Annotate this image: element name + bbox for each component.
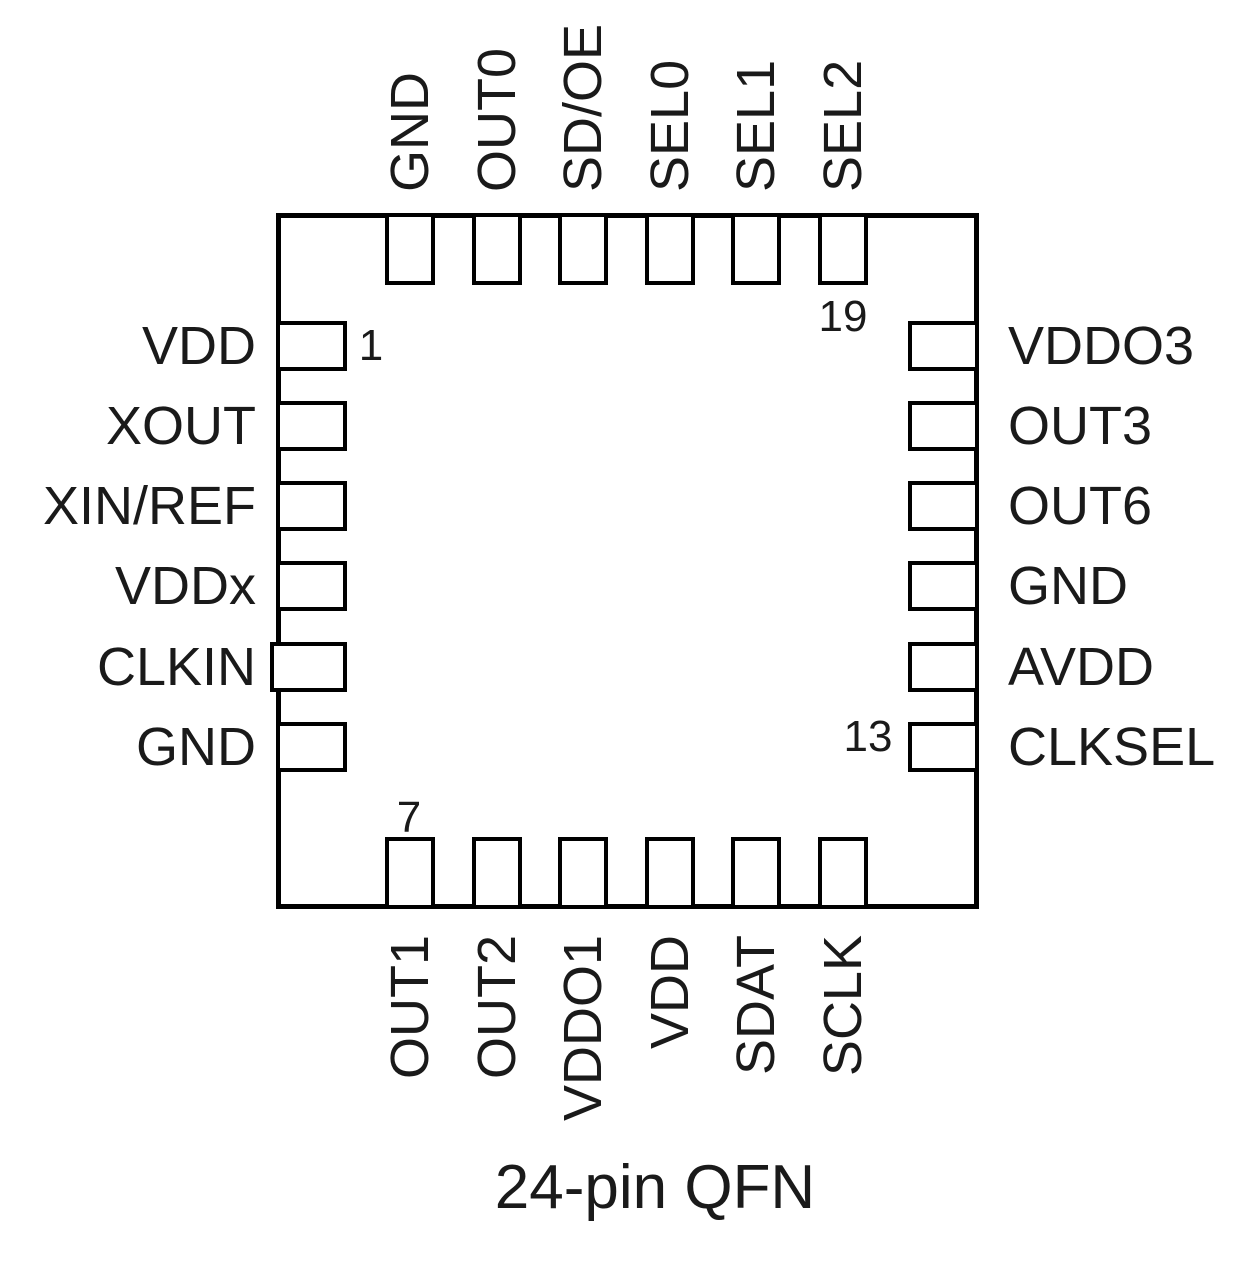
pin-label-bottom-2: VDDO1 — [553, 935, 613, 1122]
pin-label-right-3: GND — [1008, 556, 1128, 616]
pin-pad-top-0 — [385, 213, 435, 285]
pin-pad-bottom-5 — [818, 837, 868, 909]
pin-pad-top-1 — [472, 213, 522, 285]
pin-pad-top-4 — [731, 213, 781, 285]
pin-pad-top-2 — [558, 213, 608, 285]
pin-number-13: 13 — [843, 712, 893, 761]
pin-pad-top-3 — [645, 213, 695, 285]
pin-number-1: 1 — [358, 321, 384, 370]
pin-label-right-5: CLKSEL — [1008, 717, 1216, 777]
pin-pad-right-4 — [908, 642, 979, 692]
pin-label-right-1: OUT3 — [1008, 396, 1153, 456]
pin-number-7: 7 — [396, 793, 422, 842]
pin-pad-right-3 — [908, 561, 979, 611]
pin-pad-right-0 — [908, 321, 979, 371]
pin-pad-left-1 — [276, 401, 347, 451]
pin-label-bottom-4: SDAT — [726, 935, 786, 1076]
pin-label-bottom-0: OUT1 — [380, 935, 440, 1080]
pin-pad-left-2 — [276, 481, 347, 531]
pin-pad-right-1 — [908, 401, 979, 451]
pin-label-top-3: SEL0 — [640, 59, 700, 192]
pin-label-right-4: AVDD — [1008, 637, 1155, 697]
pin-pad-right-5 — [908, 722, 979, 772]
pin-label-bottom-3: VDD — [640, 935, 700, 1050]
pin-pad-left-0 — [276, 321, 347, 371]
pin-pad-bottom-2 — [558, 837, 608, 909]
pin-label-left-1: XOUT — [105, 396, 256, 456]
pin-label-left-5: GND — [136, 717, 256, 777]
pin-label-left-0: VDD — [141, 316, 256, 376]
pin-pad-bottom-1 — [472, 837, 522, 909]
pin-pad-bottom-0 — [385, 837, 435, 909]
pin-pad-bottom-3 — [645, 837, 695, 909]
pin-label-bottom-1: OUT2 — [467, 935, 527, 1080]
pin-number-19: 19 — [818, 292, 868, 341]
pin-label-left-4: CLKIN — [96, 637, 256, 697]
pin-label-top-4: SEL1 — [726, 59, 786, 192]
pin-pad-left-3 — [276, 561, 347, 611]
pin-label-top-1: OUT0 — [467, 47, 527, 192]
pin-pad-left-5 — [276, 722, 347, 772]
pin-label-top-0: GND — [380, 72, 440, 192]
pin-pad-bottom-4 — [731, 837, 781, 909]
pin-label-left-3: VDDx — [114, 556, 256, 616]
pin-label-left-2: XIN/REF — [42, 476, 256, 536]
pin-pad-top-5 — [818, 213, 868, 285]
pin-label-right-0: VDDO3 — [1008, 316, 1195, 376]
pin-label-right-2: OUT6 — [1008, 476, 1153, 536]
pin-label-bottom-5: SCLK — [813, 935, 873, 1077]
package-caption: 24-pin QFN — [494, 1153, 816, 1222]
chip-body — [276, 213, 979, 909]
pin-pad-right-2 — [908, 481, 979, 531]
pin-label-top-5: SEL2 — [813, 59, 873, 192]
pin-pad-left-4 — [270, 642, 347, 692]
pin-label-top-2: SD/OE — [553, 23, 613, 192]
